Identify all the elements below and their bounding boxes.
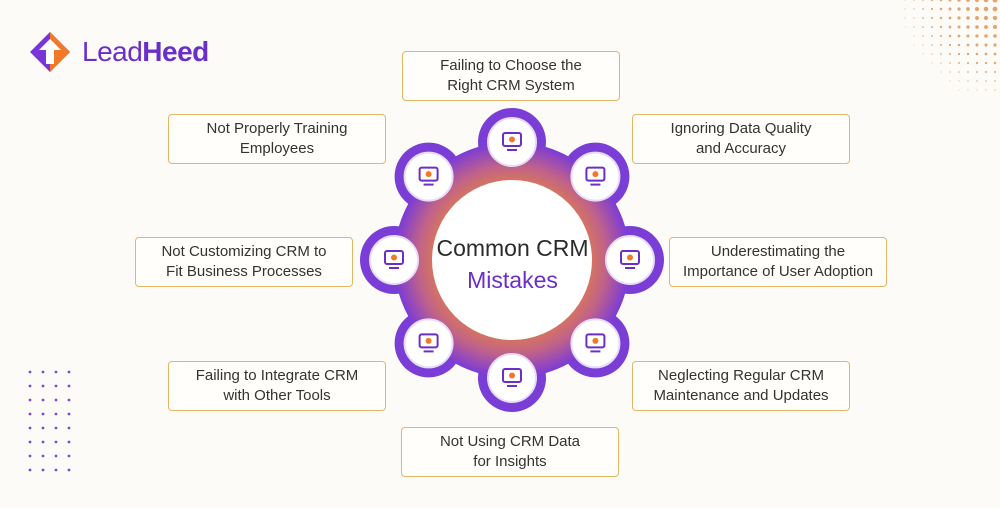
leadheed-logo: LeadHeed (28, 30, 209, 74)
training-presentation-icon (403, 151, 454, 202)
mistake-box-data-quality: Ignoring Data Quality and Accuracy (632, 114, 850, 164)
network-monitor-icon (487, 117, 537, 167)
mistake-box-integrate-tools: Failing to Integrate CRM with Other Tool… (168, 361, 386, 411)
center-title-line2: Mistakes (467, 267, 558, 293)
mistake-label: Failing to Choose the Right CRM System (440, 57, 582, 94)
logo-wordmark: LeadHeed (82, 36, 209, 68)
halftone-dots-decoration (904, 0, 998, 91)
user-cycle-icon (605, 235, 655, 285)
mistake-label: Underestimating the Importance of User A… (682, 243, 874, 280)
logo-word-heed: Heed (142, 36, 209, 67)
center-title: Common CRM Mistakes (395, 232, 630, 296)
mistake-label: Neglecting Regular CRM Maintenance and U… (653, 367, 829, 404)
mistake-box-customizing: Not Customizing CRM to Fit Business Proc… (135, 237, 353, 287)
mistake-box-maintenance: Neglecting Regular CRM Maintenance and U… (632, 361, 850, 411)
logo-word-lead: Lead (82, 36, 143, 67)
mistake-box-training: Not Properly Training Employees (168, 114, 386, 164)
mistake-label: Failing to Integrate CRM with Other Tool… (195, 367, 359, 404)
dot-grid-decoration (28, 370, 71, 472)
mistake-label: Not Customizing CRM to Fit Business Proc… (161, 243, 327, 280)
center-title-line1: Common CRM (436, 235, 589, 261)
mistake-box-choose-crm: Failing to Choose the Right CRM System (402, 51, 620, 101)
crm-integration-icon (403, 318, 454, 369)
mistake-box-user-adoption: Underestimating the Importance of User A… (669, 237, 887, 287)
center-disc (432, 180, 592, 340)
mistake-label: Ignoring Data Quality and Accuracy (670, 120, 812, 157)
document-warning-icon (570, 151, 621, 202)
mistake-box-data-insights: Not Using CRM Data for Insights (401, 427, 619, 477)
leadheed-logo-icon (30, 32, 70, 72)
mistake-label: Not Using CRM Data for Insights (439, 433, 581, 470)
mistake-label: Not Properly Training Employees (206, 120, 348, 157)
crm-settings-icon (369, 235, 419, 285)
analytics-chart-icon (487, 353, 537, 403)
monitor-gear-icon (570, 318, 621, 369)
